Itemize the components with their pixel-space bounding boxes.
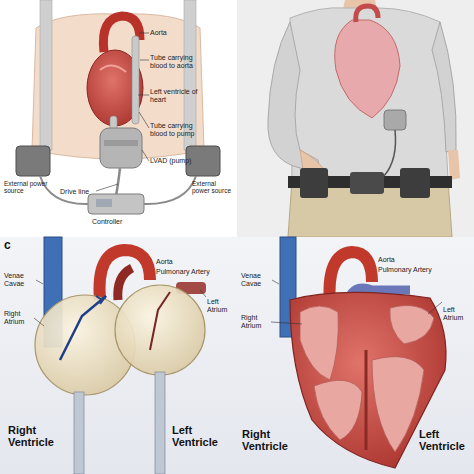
part-label: Drive line: [60, 188, 100, 196]
anatomy-label: Left Atrium: [207, 298, 235, 313]
part-label: Tube carrying blood to pump: [150, 122, 210, 137]
part-label: Left ventricle of heart: [150, 88, 210, 103]
part-label: External power source: [192, 180, 234, 194]
anatomy-label: Venae Cavae: [241, 272, 273, 287]
anatomy-label: Right Atrium: [4, 310, 34, 325]
panel-letter: c: [4, 239, 18, 252]
part-label: Tube carrying blood to aorta: [150, 54, 210, 69]
part-label: Aorta: [150, 29, 210, 37]
anatomy-label: Pulmonary Artery: [378, 266, 438, 274]
anatomy-label: Right Atrium: [241, 314, 271, 329]
chamber-label: Left Ventricle: [172, 424, 232, 448]
chamber-label: Right Ventricle: [242, 428, 304, 452]
part-label: LVAD (pump): [150, 157, 210, 165]
anatomy-label: Aorta: [156, 258, 196, 266]
part-label: Controller: [92, 218, 152, 226]
anatomy-label: Aorta: [378, 256, 418, 264]
chamber-label: Left Ventricle: [419, 428, 471, 452]
chamber-label: Right Ventricle: [8, 424, 70, 448]
anatomy-label: Left Atrium: [443, 306, 471, 321]
part-label: External power source: [4, 180, 48, 194]
anatomy-label: Pulmonary Artery: [156, 268, 216, 276]
anatomy-label: Venae Cavae: [4, 272, 36, 287]
